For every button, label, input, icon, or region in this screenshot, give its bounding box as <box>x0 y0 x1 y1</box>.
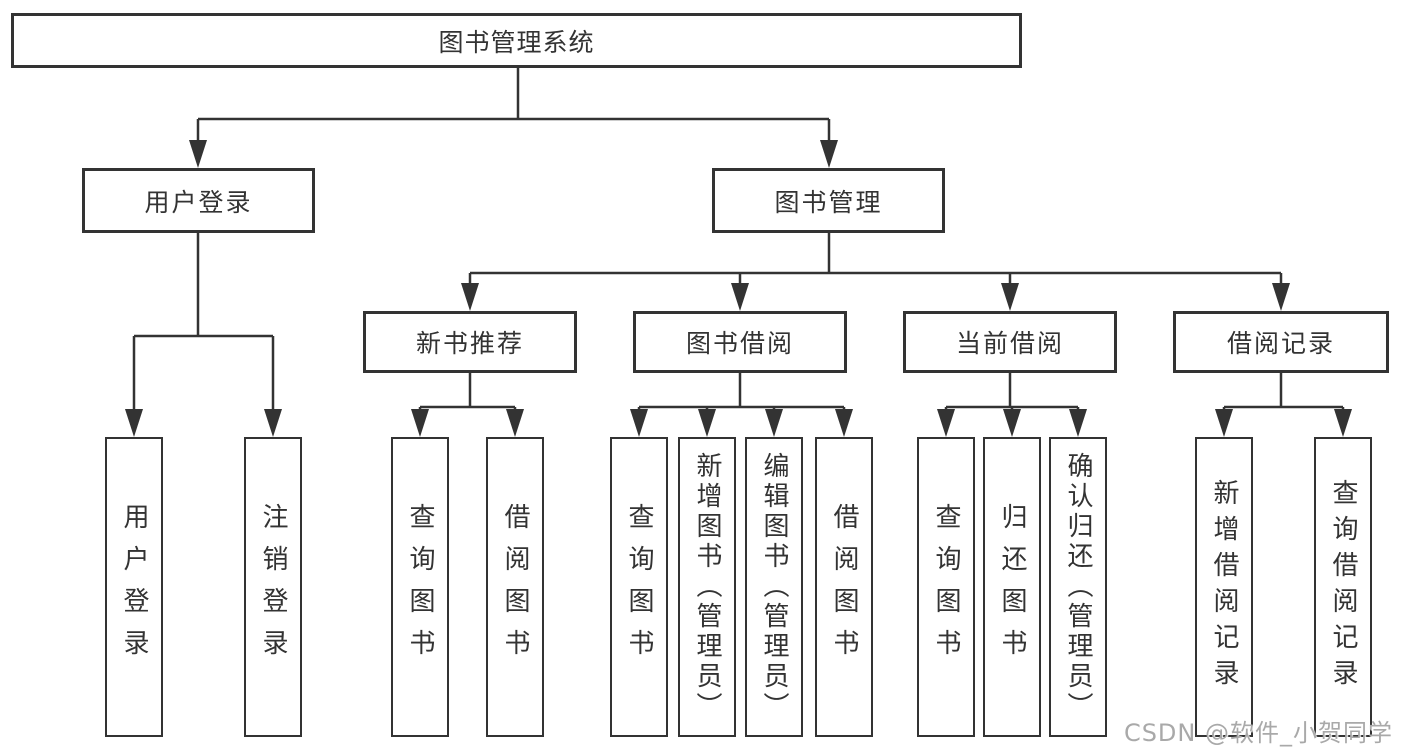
leaf-label: 查询借阅记录 <box>1328 479 1358 695</box>
leaf-label: 查询图书 <box>931 503 961 671</box>
leaf-label: 用户登录 <box>119 503 149 671</box>
node-current-borrow: 当前借阅 <box>903 311 1117 373</box>
csdn-watermark: CSDN @软件_小贺同学 <box>1123 719 1393 747</box>
leaf-label: 借阅图书 <box>500 503 530 671</box>
leaf-label: 编辑图书（管理员） <box>759 452 789 722</box>
node-user-login: 用户登录 <box>82 168 315 233</box>
leaf-label: 注销登录 <box>258 503 288 671</box>
node-label: 新书推荐 <box>415 329 524 358</box>
leaf-confirm-return-admin: 确认归还（管理员） <box>1049 437 1107 737</box>
leaf-return-books: 归还图书 <box>983 437 1041 737</box>
leaf-query-books-borrow: 查询图书 <box>610 437 668 737</box>
leaf-query-borrow-record: 查询借阅记录 <box>1314 437 1372 737</box>
node-label: 当前借阅 <box>955 329 1064 358</box>
node-label: 借阅记录 <box>1226 329 1335 358</box>
leaf-add-borrow-record: 新增借阅记录 <box>1195 437 1253 737</box>
leaf-label: 归还图书 <box>997 503 1027 671</box>
leaf-label: 新增借阅记录 <box>1209 479 1239 695</box>
leaf-query-books-current: 查询图书 <box>917 437 975 737</box>
leaf-edit-book-admin: 编辑图书（管理员） <box>745 437 803 737</box>
leaf-label: 新增图书（管理员） <box>692 452 722 722</box>
node-book-management: 图书管理 <box>712 168 945 233</box>
leaf-user-login: 用户登录 <box>105 437 163 737</box>
node-new-book-recommend: 新书推荐 <box>363 311 577 373</box>
leaf-add-book-admin: 新增图书（管理员） <box>678 437 736 737</box>
leaf-label: 借阅图书 <box>829 503 859 671</box>
leaf-label: 查询图书 <box>405 503 435 671</box>
node-book-borrow: 图书借阅 <box>633 311 847 373</box>
leaf-query-books-recommend: 查询图书 <box>391 437 449 737</box>
node-borrow-records: 借阅记录 <box>1173 311 1389 373</box>
leaf-logout: 注销登录 <box>244 437 302 737</box>
leaf-label: 查询图书 <box>624 503 654 671</box>
node-label: 用户登录 <box>144 187 253 217</box>
leaf-borrow-books: 借阅图书 <box>815 437 873 737</box>
leaf-borrow-books-recommend: 借阅图书 <box>486 437 544 737</box>
leaf-label: 确认归还（管理员） <box>1063 452 1093 722</box>
node-root-library-system: 图书管理系统 <box>11 13 1022 68</box>
node-label: 图书管理系统 <box>438 27 595 57</box>
node-label: 图书管理 <box>774 187 883 217</box>
node-label: 图书借阅 <box>685 329 794 358</box>
arrowheads <box>125 140 1352 437</box>
